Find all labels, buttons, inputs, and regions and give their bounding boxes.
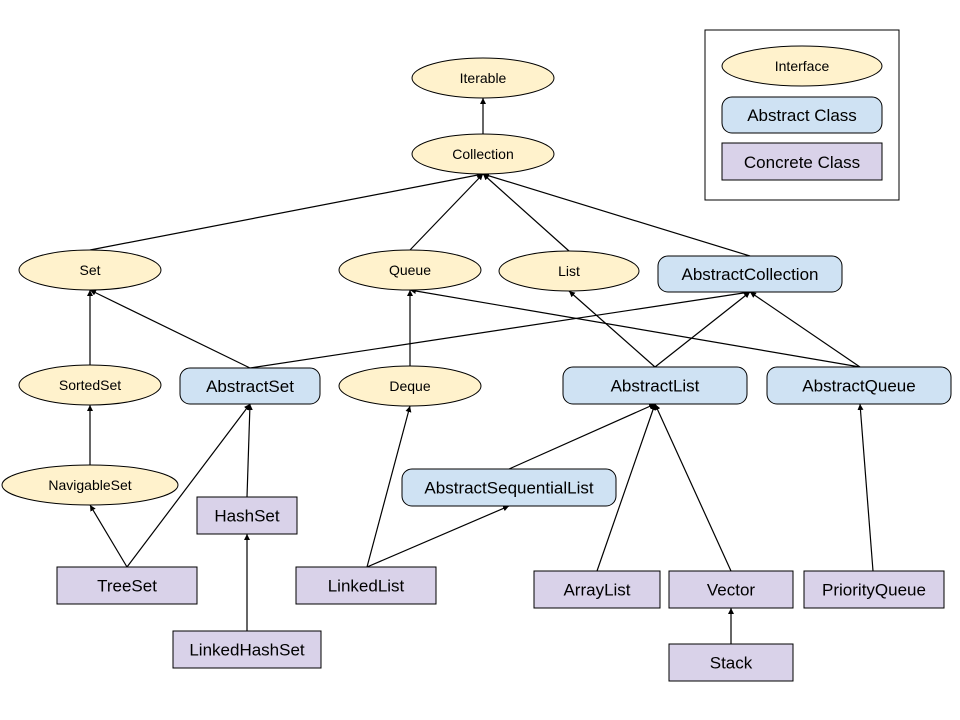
edge-tree-set-to-abstract-set	[126, 403, 251, 568]
inheritance-edges	[87, 98, 874, 644]
interface-ellipse	[411, 57, 555, 99]
abstract-class-box	[179, 367, 321, 405]
edge-vector-to-abstract-list	[654, 403, 732, 572]
edge-list-to-collection	[482, 173, 570, 252]
node-abstract-sequential-list: AbstractSequentialList	[401, 468, 617, 507]
edge-array-list-to-abstract-list	[596, 403, 656, 572]
node-abstract-list: AbstractList	[562, 366, 748, 405]
edge-set-to-collection	[89, 172, 484, 251]
edge-hash-set-to-abstract-set	[246, 403, 253, 498]
node-label: TreeSet	[97, 577, 157, 596]
abstract-class-box	[562, 366, 748, 405]
legend-interface-label: Interface	[775, 58, 830, 74]
interface-ellipse	[1, 464, 179, 506]
node-label: Stack	[710, 654, 753, 673]
interface-ellipse	[338, 249, 482, 291]
node-label: ArrayList	[563, 581, 630, 600]
node-deque: Deque	[338, 365, 482, 407]
node-iterable: Iterable	[411, 57, 555, 99]
edge-abstract-collection-to-collection	[482, 172, 751, 257]
edge-tree-set-to-navigable-set	[89, 504, 128, 568]
interface-ellipse	[18, 249, 162, 291]
node-label: SortedSet	[59, 377, 121, 393]
legend-abstract-label: Abstract Class	[747, 106, 857, 125]
node-stack: Stack	[668, 643, 794, 682]
concrete-class-box	[533, 570, 661, 609]
node-navigable-set: NavigableSet	[1, 464, 179, 506]
abstract-class-box	[401, 468, 617, 507]
interface-ellipse	[18, 364, 162, 406]
node-linked-list: LinkedList	[295, 566, 437, 605]
node-set: Set	[18, 249, 162, 291]
node-tree-set: TreeSet	[56, 566, 198, 605]
node-priority-queue: PriorityQueue	[803, 570, 945, 609]
edge-queue-to-collection	[409, 173, 484, 251]
node-linked-hash-set: LinkedHashSet	[172, 630, 322, 669]
concrete-class-box	[172, 630, 322, 669]
node-label: Queue	[389, 262, 431, 278]
node-label: AbstractSet	[206, 377, 294, 396]
node-label: AbstractQueue	[802, 377, 915, 396]
interface-ellipse	[338, 365, 482, 407]
legend-abstract-shape	[721, 96, 883, 134]
node-label: HashSet	[214, 507, 279, 526]
node-label: Set	[79, 262, 100, 278]
node-label: PriorityQueue	[822, 581, 926, 600]
node-label: NavigableSet	[48, 477, 131, 493]
legend: Interface Abstract Class Concrete Class	[704, 29, 900, 201]
concrete-class-box	[668, 643, 794, 682]
concrete-class-box	[295, 566, 437, 605]
edge-linked-list-to-abstract-sequential-list	[366, 505, 510, 568]
concrete-class-box	[196, 496, 298, 535]
node-hash-set: HashSet	[196, 496, 298, 535]
node-label: Vector	[707, 581, 756, 600]
edge-abstract-list-to-abstract-collection	[654, 291, 751, 368]
edge-abstract-queue-to-abstract-collection	[749, 291, 861, 368]
node-label: List	[558, 263, 580, 279]
edge-abstract-set-to-set	[89, 289, 251, 369]
edge-priority-queue-to-abstract-queue	[857, 403, 874, 572]
node-label: AbstractList	[611, 377, 700, 396]
node-sorted-set: SortedSet	[18, 364, 162, 406]
legend-interface-shape	[721, 45, 883, 87]
node-label: AbstractCollection	[681, 265, 818, 284]
legend-concrete-label: Concrete Class	[744, 153, 860, 172]
concrete-class-box	[668, 570, 794, 609]
interface-ellipse	[498, 250, 640, 292]
legend-concrete-shape	[721, 142, 883, 181]
node-label: AbstractSequentialList	[424, 479, 593, 498]
node-label: Iterable	[460, 70, 507, 86]
node-abstract-collection: AbstractCollection	[657, 255, 843, 293]
edge-linked-list-to-deque	[366, 405, 412, 568]
node-label: Deque	[389, 378, 430, 394]
node-list: List	[498, 250, 640, 292]
node-abstract-set: AbstractSet	[179, 367, 321, 405]
interface-ellipse	[411, 133, 555, 175]
node-label: LinkedList	[328, 577, 405, 596]
concrete-class-box	[56, 566, 198, 605]
node-vector: Vector	[668, 570, 794, 609]
node-collection: Collection	[411, 133, 555, 175]
edge-abstract-set-to-abstract-collection	[249, 289, 751, 369]
node-label: Collection	[452, 146, 513, 162]
edge-abstract-list-to-list	[568, 290, 656, 368]
node-label: LinkedHashSet	[189, 641, 305, 660]
node-queue: Queue	[338, 249, 482, 291]
edge-abstract-sequential-list-to-abstract-list	[508, 403, 656, 470]
abstract-class-box	[766, 366, 952, 405]
abstract-class-box	[657, 255, 843, 293]
edge-abstract-queue-to-queue	[409, 288, 861, 368]
node-abstract-queue: AbstractQueue	[766, 366, 952, 405]
node-array-list: ArrayList	[533, 570, 661, 609]
concrete-class-box	[803, 570, 945, 609]
